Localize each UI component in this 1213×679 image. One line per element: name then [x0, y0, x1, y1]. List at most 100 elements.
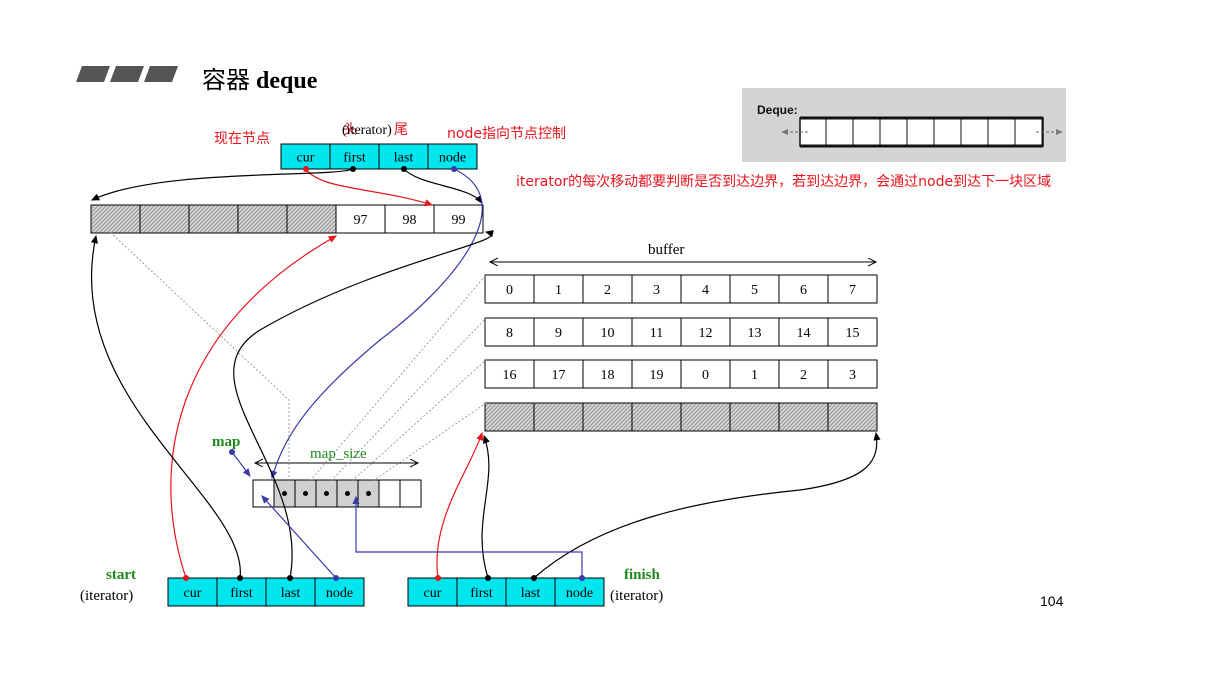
buffer-row-3-cell: [680, 359, 731, 389]
inset-label: Deque:: [757, 103, 798, 117]
title-zh: 容器: [202, 66, 250, 94]
buffer-row-3-cell: [533, 359, 584, 389]
buffer-row-4-cell: [827, 402, 878, 432]
map-size-label: map_size: [310, 446, 367, 462]
start-cur-arrow: [170, 235, 338, 579]
annotation-iterator-note: iterator的每次移动都要判断是否到达边界，若到达边界，会通过node到达下…: [516, 174, 1052, 190]
start-label: (iterator): [80, 588, 133, 604]
pointer-dot: [237, 575, 243, 581]
start-name: start: [106, 567, 136, 583]
map-pointer-arrow: [231, 451, 251, 477]
map-cell: [378, 479, 401, 508]
pointer-dot: [183, 575, 189, 581]
start-iterator-last-box: [265, 577, 316, 607]
first-buffer-value: 98: [403, 213, 417, 228]
first-buffer-cell: [188, 204, 239, 234]
buffer-label: buffer: [648, 242, 684, 258]
buffer-row-3-cell: [827, 359, 878, 389]
buffer-row-2-value: 10: [601, 326, 615, 341]
buffer-row-2-value: 9: [555, 326, 562, 341]
buffer-row-1-cell: [729, 274, 780, 304]
pointer-dot: [485, 575, 491, 581]
top-iterator-cur-box: [280, 143, 331, 170]
buffer-row-2-value: 13: [748, 326, 762, 341]
buffer-row-3-value: 18: [601, 368, 615, 383]
buffer-row-3-value: 2: [800, 368, 807, 383]
buffer-row-3-cell: [582, 359, 633, 389]
buffer-row-4-cell: [680, 402, 731, 432]
buffer-row-4-cell: [484, 402, 535, 432]
pointer-dot: [350, 166, 356, 172]
top-iterator-last-box: [378, 143, 429, 170]
annotation-tail: 尾: [394, 122, 408, 138]
top-iterator-node-label: node: [439, 151, 466, 166]
finish-cur-arrow: [436, 431, 484, 579]
annotation-head: 头: [343, 122, 357, 138]
first-buffer-cell: [90, 204, 141, 234]
map-dotted-1: [109, 231, 290, 481]
first-buffer-cell: [139, 204, 190, 234]
buffer-row-4-cell: [631, 402, 682, 432]
finish-iterator-last-box: [505, 577, 556, 607]
title-en: deque: [256, 68, 318, 94]
pointer-dot: [401, 166, 407, 172]
page-title: 容器 deque: [202, 60, 317, 95]
start-iterator-last-label: last: [281, 586, 301, 601]
first-buffer-value: 97: [354, 213, 368, 228]
map-cell: [252, 479, 275, 508]
buffer-row-2-cell: [729, 317, 780, 347]
start-iterator-node-box: [314, 577, 365, 607]
buffer-row-2-cell: [680, 317, 731, 347]
first-buffer-cell: [286, 204, 337, 234]
finish-iterator-node-label: node: [566, 586, 593, 601]
top-iterator-first-label: first: [343, 151, 366, 166]
pointer-dot: [451, 166, 457, 172]
start-iterator-cur-box: [167, 577, 218, 607]
start-iterator-first-label: first: [230, 586, 253, 601]
finish-iterator-node-box: [554, 577, 605, 607]
buffer-row-2-cell: [631, 317, 682, 347]
pointer-dot: [303, 166, 309, 172]
buffer-row-2-value: 8: [506, 326, 513, 341]
buffer-row-1-cell: [582, 274, 633, 304]
top-last-arrow: [403, 168, 483, 204]
finish-iterator-cur-box: [407, 577, 458, 607]
buffer-row-4-cell: [582, 402, 633, 432]
buffer-row-2-cell: [533, 317, 584, 347]
buffer-row-2-cell: [582, 317, 633, 347]
first-buffer-cell: [384, 204, 435, 234]
buffer-row-1-value: 0: [506, 283, 513, 298]
buffer-row-1-value: 3: [653, 283, 660, 298]
buffer-row-2-value: 14: [797, 326, 811, 341]
pointer-dot: [579, 575, 585, 581]
first-buffer-cell: [237, 204, 288, 234]
map-pointer-dot: [345, 491, 350, 496]
top-node-arrow: [270, 168, 483, 480]
title-bar-1: [76, 66, 110, 82]
buffer-row-3-value: 1: [751, 368, 758, 383]
buffer-row-4-cell: [778, 402, 829, 432]
buffer-row-3-cell: [484, 359, 535, 389]
buffer-row-4-cell: [729, 402, 780, 432]
map-pointer-dot: [303, 491, 308, 496]
start-node-arrow: [261, 495, 337, 579]
buffer-row-1-value: 2: [604, 283, 611, 298]
finish-label: (iterator): [610, 588, 663, 604]
buffer-row-2-cell: [778, 317, 829, 347]
buffer-row-3-value: 19: [650, 368, 664, 383]
buffer-row-3-value: 17: [552, 368, 566, 383]
buffer-row-1-value: 4: [702, 283, 709, 298]
finish-name: finish: [624, 567, 661, 583]
buffer-row-1-value: 5: [751, 283, 758, 298]
annotation-node-control: node指向节点控制: [447, 126, 566, 142]
page-number: 104: [1040, 593, 1064, 609]
buffer-row-1-cell: [533, 274, 584, 304]
finish-iterator-first-label: first: [470, 586, 493, 601]
buffer-row-1-cell: [484, 274, 535, 304]
buffer-row-1-cell: [631, 274, 682, 304]
finish-iterator-last-label: last: [521, 586, 541, 601]
map-cell: [399, 479, 422, 508]
connections: [90, 168, 881, 579]
